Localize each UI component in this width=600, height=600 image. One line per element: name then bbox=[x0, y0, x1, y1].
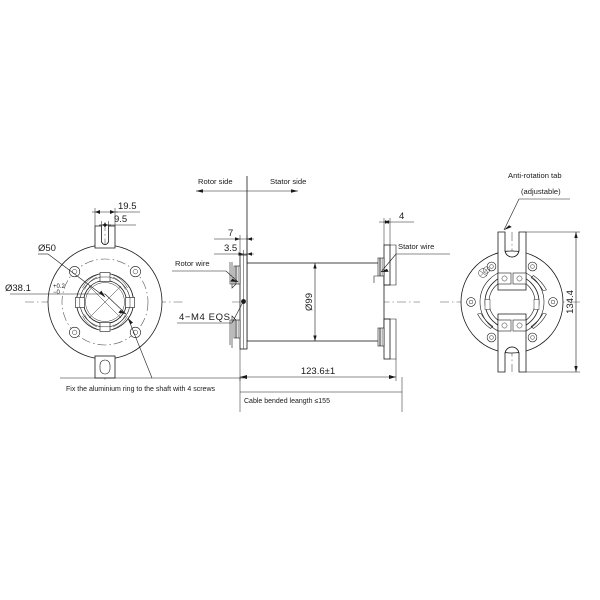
dim-7: 7 bbox=[214, 228, 254, 263]
left-anti-rotation-tab bbox=[94, 225, 116, 249]
clamp-screw bbox=[125, 297, 135, 308]
bolt-hole bbox=[486, 332, 497, 343]
clamp-screw bbox=[75, 297, 85, 308]
dim-4-label: 4 bbox=[399, 211, 404, 222]
dim-3-5: 3.5 bbox=[214, 243, 254, 256]
stator-side-annotation: Stator side bbox=[247, 177, 306, 193]
rotor-wire-annotation: Rotor wire bbox=[172, 259, 239, 283]
dim-19-5-label: 19.5 bbox=[118, 201, 137, 212]
small-slot-detail bbox=[478, 266, 490, 278]
anti-rotation-annotation: Anti-rotation tab (adjustable) bbox=[503, 171, 570, 231]
stator-side-label: Stator side bbox=[270, 177, 306, 186]
right-anti-rotation-tab-top bbox=[497, 231, 527, 291]
rotor-side-annotation: Rotor side bbox=[196, 177, 247, 193]
left-ring-arc-details bbox=[82, 274, 128, 330]
tol-lower-label: −0 bbox=[53, 290, 61, 296]
bolt-hole bbox=[527, 261, 538, 272]
adjustable-label: (adjustable) bbox=[521, 187, 561, 196]
stator-wire-annotation: Stator wire bbox=[380, 242, 450, 273]
dim-4: 4 bbox=[379, 211, 414, 245]
dim-134-4: 134.4 bbox=[526, 231, 580, 373]
bolt-hole bbox=[69, 266, 81, 278]
dia-38-1-dim: Ø38.1 +0.2 −0 bbox=[5, 283, 127, 315]
left-bolt-circle bbox=[61, 258, 149, 346]
rotor-wire-bundle-lower bbox=[229, 315, 241, 348]
dia-99-label: Ø99 bbox=[304, 293, 315, 311]
center-view: Rotor side Stator side bbox=[172, 176, 450, 412]
thread-note-annotation: 4−M4 EQS bbox=[177, 299, 246, 324]
anti-rotation-tab-label: Anti-rotation tab bbox=[508, 171, 562, 180]
rotor-wire-bundle-upper bbox=[229, 262, 241, 289]
stator-wire-label: Stator wire bbox=[398, 242, 434, 251]
aluminium-ring-note: Fix the aluminium ring to the shaft with… bbox=[60, 317, 244, 393]
dia-99-dim: Ø99 bbox=[304, 263, 317, 341]
dim-7-label: 7 bbox=[228, 228, 233, 239]
bolt-hole bbox=[527, 332, 538, 343]
center-body-rect bbox=[246, 262, 385, 342]
thread-note-label: 4−M4 EQS bbox=[179, 312, 231, 323]
dim-9-5: 9.5 bbox=[99, 214, 136, 227]
tol-upper-label: +0.2 bbox=[53, 284, 66, 290]
left-bottom-tab bbox=[94, 355, 116, 379]
right-view: Anti-rotation tab (adjustable) 134.4 bbox=[440, 171, 580, 373]
dim-19-5: 19.5 bbox=[92, 201, 140, 226]
dim-123-6: 123.6±1 bbox=[239, 349, 397, 381]
bolt-hole bbox=[69, 326, 81, 338]
rotor-wire-label: Rotor wire bbox=[175, 259, 210, 268]
left-clamp-screws bbox=[75, 272, 135, 332]
dim-123-6-label: 123.6±1 bbox=[301, 366, 335, 377]
clamp-screw bbox=[99, 322, 111, 332]
rotor-side-label: Rotor side bbox=[198, 177, 233, 186]
stator-flange-lower bbox=[377, 318, 397, 360]
left-view: 19.5 9.5 Ø50 Ø38.1 +0.2 −0 bbox=[5, 201, 244, 393]
bolt-hole bbox=[486, 261, 497, 272]
dim-9-5-label: 9.5 bbox=[114, 214, 127, 225]
cable-length-note: Cable bended leangth ≤155 bbox=[239, 377, 403, 412]
bolt-hole bbox=[466, 297, 476, 307]
bolt-hole bbox=[129, 266, 141, 278]
dim-134-4-label: 134.4 bbox=[565, 290, 576, 314]
right-anti-rotation-tab-bottom bbox=[497, 313, 527, 373]
clamp-screw bbox=[99, 272, 111, 282]
right-arc-slots bbox=[477, 266, 547, 329]
left-bolt-holes bbox=[69, 266, 141, 338]
cable-length-label: Cable bended leangth ≤155 bbox=[244, 398, 330, 405]
dim-3-5-label: 3.5 bbox=[224, 243, 237, 254]
left-bore-inner bbox=[85, 282, 125, 322]
bolt-hole bbox=[548, 297, 558, 307]
right-flange-outer-circle bbox=[460, 250, 564, 354]
dia-50-label: Ø50 bbox=[38, 243, 56, 254]
aluminium-ring-note-label: Fix the aluminium ring to the shaft with… bbox=[66, 386, 216, 393]
dia-38-1-label: Ø38.1 bbox=[5, 283, 31, 294]
